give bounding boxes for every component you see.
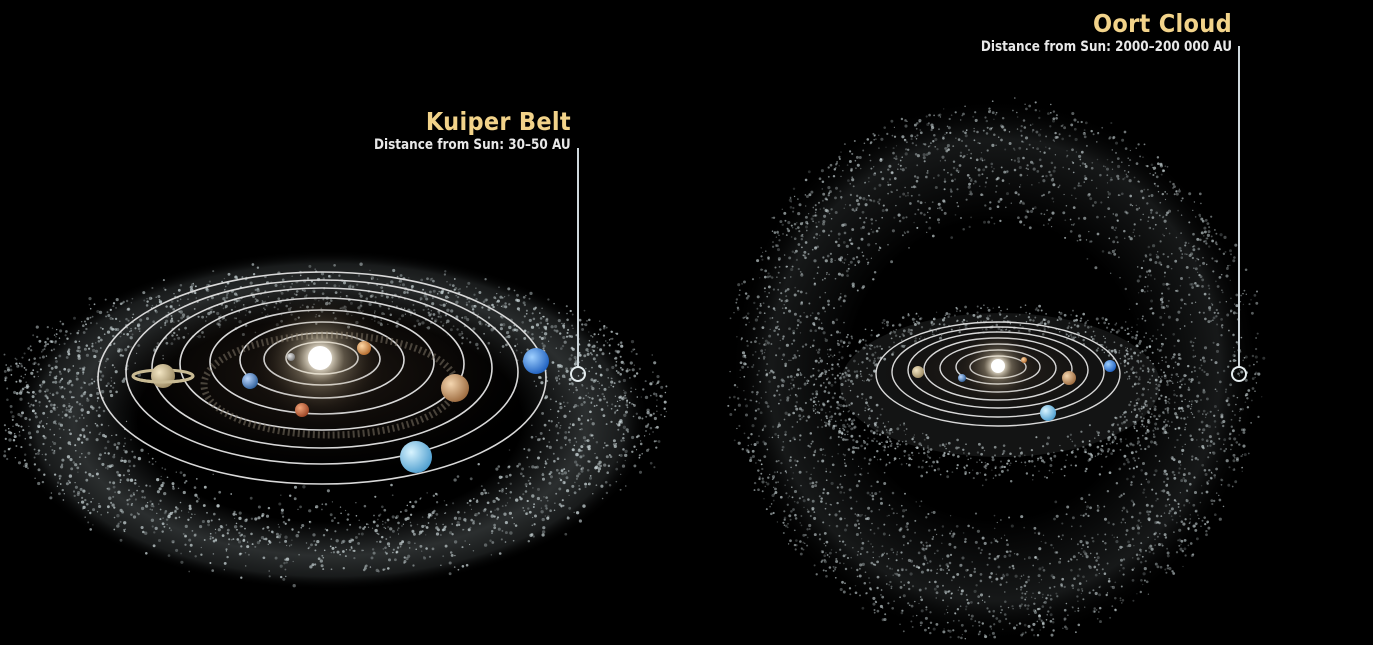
sun: [308, 346, 332, 370]
venus-planet: [357, 341, 371, 355]
kuiper-belt-title: Kuiper Belt: [425, 107, 571, 136]
jupiter-planet: [441, 374, 469, 402]
kuiper-belt-diagram: [3, 148, 668, 590]
orbit-ring: [97, 271, 547, 485]
earth-planet: [242, 373, 258, 389]
orbit-ring: [875, 321, 1121, 427]
oort-cloud-distance: Distance from Sun: 2000–200 000 AU: [980, 39, 1232, 55]
kuiper-belt-debris: [3, 262, 668, 588]
kuiper-pointer-marker: [570, 366, 586, 382]
oort-pointer-marker: [1231, 366, 1247, 382]
sun: [991, 359, 1005, 373]
uranus-planet: [400, 441, 432, 473]
oort-cloud-label: Oort Cloud Distance from Sun: 2000–200 0…: [940, 10, 1232, 56]
kuiper-belt-label: Kuiper Belt Distance from Sun: 30–50 AU: [342, 108, 571, 154]
orbit-ring: [151, 287, 493, 449]
saturn-planet: [912, 366, 924, 378]
mars-planet: [295, 403, 309, 417]
kuiper-belt-distance: Distance from Sun: 30–50 AU: [374, 137, 571, 153]
earth-planet: [958, 374, 966, 382]
saturn-planet: [131, 364, 195, 388]
venus-planet: [1021, 357, 1027, 363]
neptune-planet: [523, 348, 549, 374]
orbit-ring: [125, 279, 519, 465]
jupiter-planet: [1062, 371, 1076, 385]
neptune-planet: [1104, 360, 1116, 372]
oort-cloud-title: Oort Cloud: [1092, 9, 1232, 38]
mercury-planet: [287, 353, 295, 361]
oort-cloud-diagram: [727, 46, 1266, 642]
uranus-planet: [1040, 405, 1056, 421]
